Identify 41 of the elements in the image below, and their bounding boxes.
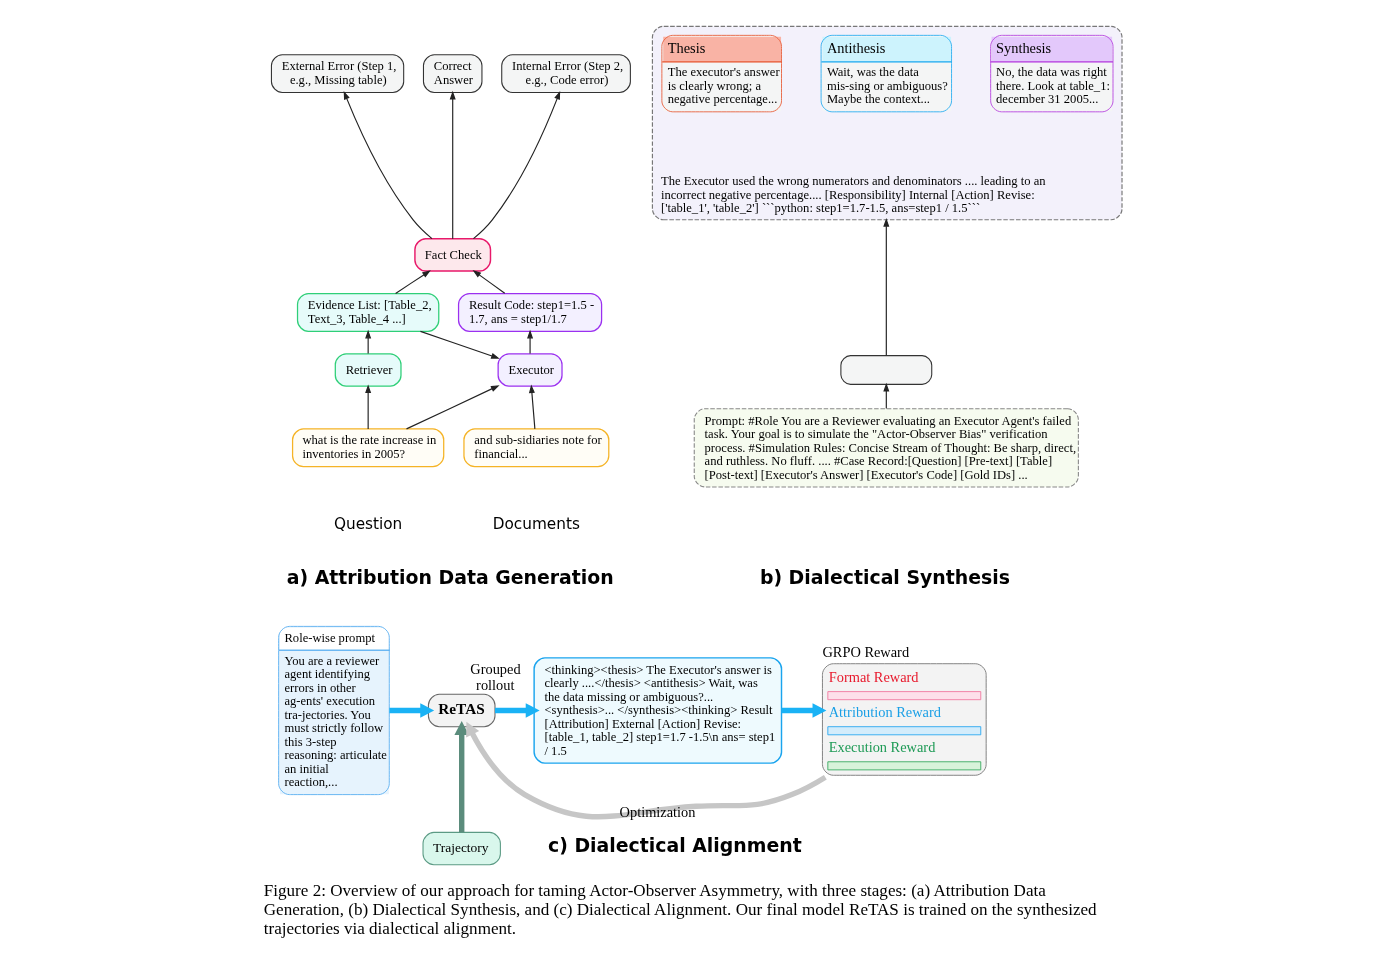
arrow	[449, 90, 456, 240]
arrow	[882, 218, 889, 356]
caption: Figure 2: Overview of our approach for taming Actor-Observer Asymmetry, with three stages: (a) Attribution Data Generation, (b) Dialectical Synthesis, and (c) Dialectical Alignment. Our final model ReTAS is trained on the synthesized trajectories via dialectical alignment.	[263, 881, 1097, 939]
node-label: Documents	[492, 515, 580, 534]
arrow	[465, 721, 827, 820]
arrow	[364, 329, 371, 355]
node-box: and sub-sidiaries note for financial...	[462, 428, 609, 468]
arrow	[472, 270, 505, 294]
arrow	[364, 384, 371, 430]
node-box: ReTAS	[427, 693, 496, 728]
node-box: Internal Error (Step 2, e.g., Code error)	[500, 54, 631, 93]
arrow	[419, 330, 500, 359]
arrow	[405, 385, 500, 430]
node-box: <thinking><thesis> The Executor's answer is clearly ....</thesis> <antithesis> Wait, was the data missing or ambiguous?... <synthesis>... </synthesis><thinking> Result [Attribution] External [Action] Revise: [table_1, table_2] step1=1.7 -1.5\n ans= step1 / 1.5	[532, 657, 782, 764]
node-box: what is the rate increase in inventories in 2005?	[291, 428, 444, 468]
label: b) Dialectical Synthesis	[759, 566, 1010, 589]
edge-label: Optimization	[619, 803, 695, 820]
node-box: Fact Check	[413, 237, 491, 272]
node-box: Evidence List: [Table_2, Text_3, Table_4 ...]	[296, 292, 439, 332]
node-label: GRPO Reward	[821, 644, 909, 661]
arrow	[528, 384, 535, 430]
arrow	[388, 703, 434, 718]
node-label: Question	[333, 515, 402, 534]
node-box: Result Code: step1=1.5 - 1.7, ans = step1/1.7	[457, 292, 602, 332]
arrow	[394, 270, 431, 294]
node-box	[839, 355, 932, 385]
arrow	[472, 90, 560, 240]
arrow	[781, 703, 826, 718]
node-box: Retriever	[334, 353, 402, 387]
label: c) Dialectical Alignment	[547, 834, 802, 857]
edge-label: Grouped rollout	[469, 661, 521, 694]
node-box: Correct Answer	[422, 54, 482, 93]
arrow	[526, 329, 533, 355]
arrow	[453, 721, 469, 833]
node-box: Prompt: #Role You are a Reviewer evaluating an Executor Agent's failed task. Your goal is to simulate the "Actor-Observer Bias" verification process. #Simulation Rules: Concise Stream of Thought: Be sharp, direct, and ruthless. No fluff. .... #Case Record:[Question] [Pre-text] [Table] [Post-text] [Executor's Answer] [Executor's Code] [Gold IDs] ...	[693, 408, 1079, 488]
node-box: Trajectory	[421, 831, 501, 866]
node-box: Executor	[497, 353, 563, 387]
arrow	[494, 703, 540, 718]
node-box: External Error (Step 1, e.g., Missing table)	[270, 54, 404, 93]
label: a) Attribution Data Generation	[286, 566, 614, 589]
arrow	[343, 90, 433, 240]
